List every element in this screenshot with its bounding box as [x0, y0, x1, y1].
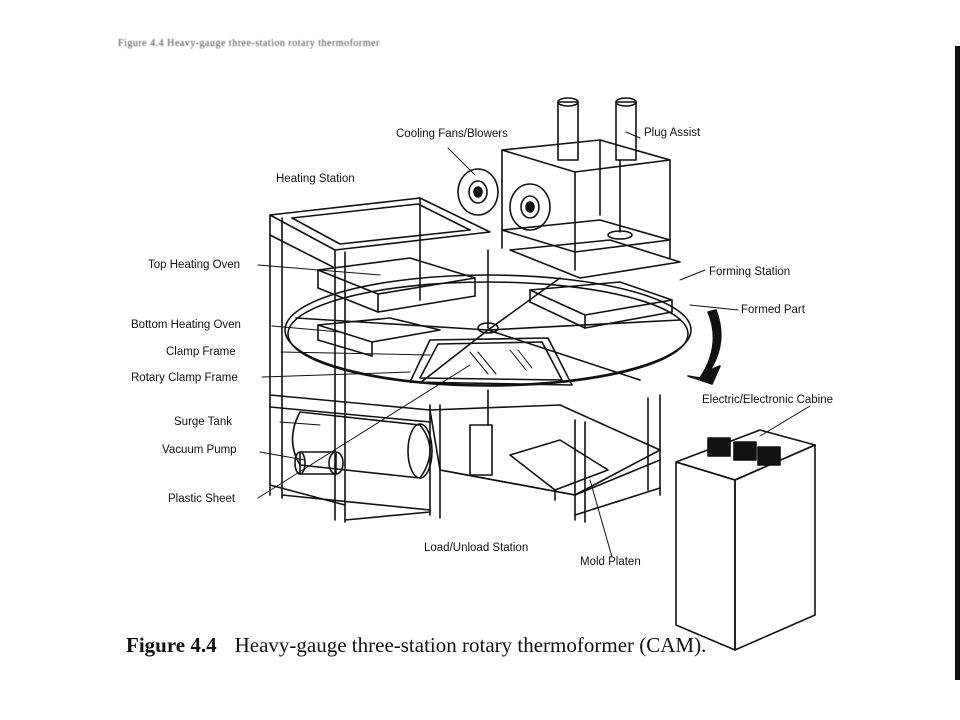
label-vacuum-pump: Vacuum Pump: [162, 444, 237, 456]
label-forming-station: Forming Station: [709, 266, 791, 278]
rotation-arrow: [687, 309, 722, 385]
label-load-unload-station: Load/Unload Station: [424, 542, 529, 554]
clamp-frame: [409, 337, 573, 386]
top-heating-oven: [317, 257, 476, 313]
label-clamp-frame: Clamp Frame: [166, 346, 236, 358]
label-surge-tank: Surge Tank: [174, 416, 232, 428]
page-header-text: Figure 4.4 Heavy-gauge three-station rot…: [118, 38, 380, 49]
label-plastic-sheet: Plastic Sheet: [168, 493, 236, 505]
label-top-heating-oven: Top Heating Oven: [148, 259, 241, 271]
plug-assist-cylinders: [557, 97, 637, 161]
electric-cabinet: [675, 429, 816, 651]
caption-figure-number: Figure 4.4: [126, 633, 217, 657]
cooling-fans: [457, 168, 551, 231]
load-station-frame: [429, 389, 661, 523]
caption-title: Heavy-gauge three-station rotary thermof…: [234, 633, 707, 657]
label-rotary-clamp-frame: Rotary Clamp Frame: [131, 372, 238, 384]
label-bottom-heating-oven: Bottom Heating Oven: [131, 319, 241, 331]
surge-tank: [291, 411, 433, 479]
figure-caption: Figure 4.4 Heavy-gauge three-station rota…: [126, 633, 706, 658]
page-edge-border: [955, 46, 960, 680]
forming-station-frame: [501, 139, 681, 329]
label-cooling-fans: Cooling Fans/Blowers: [396, 128, 508, 140]
label-heating-station: Heating Station: [276, 173, 355, 185]
label-formed-part: Formed Part: [741, 304, 805, 316]
label-mold-platen: Mold Platen: [580, 556, 641, 568]
label-electric-cabinet: Electric/Electronic Cabine: [702, 394, 834, 406]
leader-lines: [257, 131, 811, 558]
label-plug-assist: Plug Assist: [644, 127, 701, 139]
vacuum-pump: [294, 451, 344, 475]
